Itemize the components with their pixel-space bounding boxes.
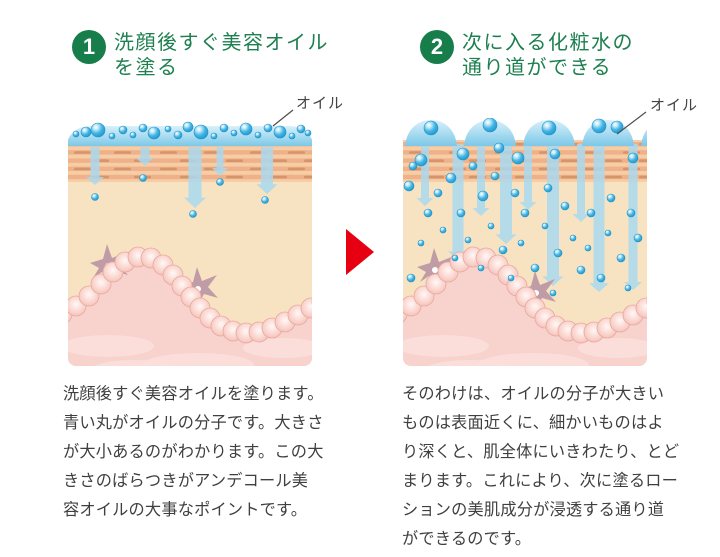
dermis-layer xyxy=(403,265,647,366)
oil-molecules xyxy=(403,118,643,297)
step1-header: 1 洗顔後すぐ美容オイル を塗る xyxy=(72,30,329,81)
absorption-arrows xyxy=(86,147,278,208)
skin-layers xyxy=(403,118,647,366)
step2-number-badge: 2 xyxy=(420,30,454,64)
step1-number-badge: 1 xyxy=(72,30,106,64)
step2-title: 次に入る化粧水の 通り道ができる xyxy=(462,32,634,79)
basal-cell-layer xyxy=(68,246,312,344)
skin-cross-section-2 xyxy=(403,111,647,366)
step2-header: 2 次に入る化粧水の 通り道ができる xyxy=(420,30,634,81)
step1-title: 洗顔後すぐ美容オイル を塗る xyxy=(114,32,329,79)
step2-description: そのわけは、オイルの分子が大きい ものは表面近くに、細かいものはよ り深くと、肌… xyxy=(402,385,680,548)
basal-cell-layer xyxy=(403,246,647,344)
dermis-layer xyxy=(68,265,312,366)
skin-diagram-step2: オイル xyxy=(403,97,697,366)
skin-diagram-step1: オイル xyxy=(68,95,343,366)
oil-label-step2: オイル xyxy=(650,97,699,114)
skin-cross-section-1 xyxy=(68,109,312,366)
oil-film-layer xyxy=(68,126,312,146)
absorption-arrows xyxy=(416,144,642,292)
skin-layers xyxy=(68,121,312,366)
oil-label-step1: オイル xyxy=(296,95,345,112)
oil-pointer-line xyxy=(272,109,294,127)
oil-pointer-line xyxy=(616,111,647,135)
oil-molecules xyxy=(72,121,312,218)
step1-description: 洗顔後すぐ美容オイルを塗ります。 青い丸がオイルの分子です。大きさ が大小あるの… xyxy=(63,385,324,519)
next-step-arrow-icon xyxy=(346,229,374,275)
